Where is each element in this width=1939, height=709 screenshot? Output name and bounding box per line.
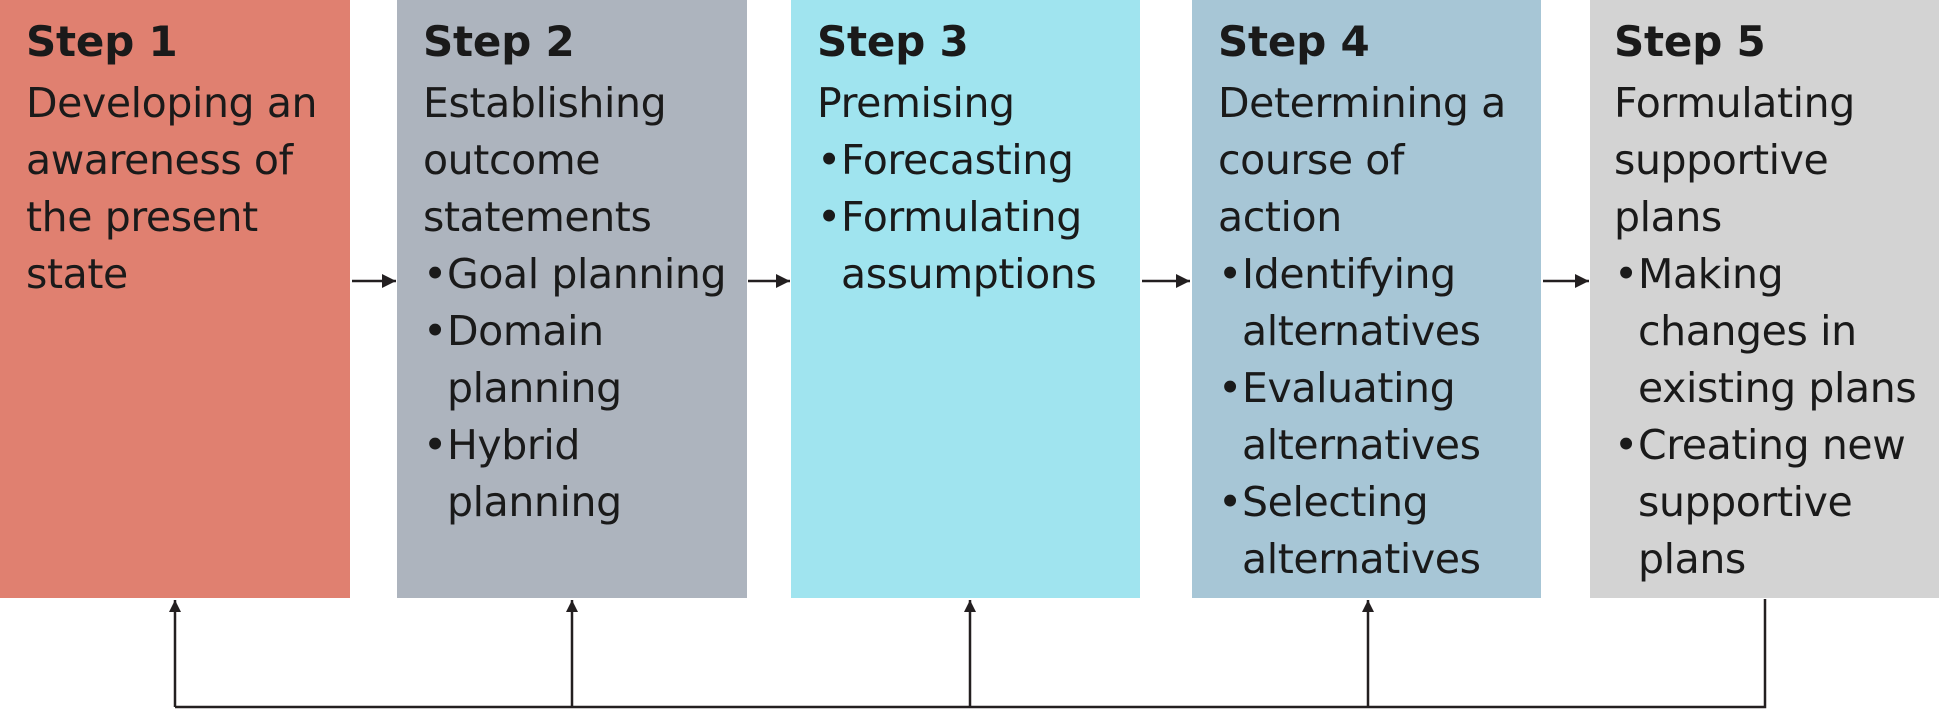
step-1-title: Step 1 (26, 17, 178, 66)
step-2-bullet-item: •Hybrid planning (423, 417, 731, 531)
step-5-title: Step 5 (1614, 17, 1766, 66)
step-2-bullet-text: Domain planning (447, 307, 622, 412)
bullet-icon: • (817, 193, 841, 241)
step-2-bullet-list: •Goal planning •Domain planning •Hybrid … (423, 246, 731, 531)
step-3-bullet-text: Formulating assumptions (841, 193, 1097, 298)
step-2-box: Step 2 Establishing outcome statements •… (397, 0, 747, 598)
step-4-bullet-list: •Identifying alternatives •Evaluating al… (1218, 246, 1525, 588)
step-4-bullet-text: Identifying alternatives (1242, 250, 1481, 355)
step-5-bullet-text: Making changes in existing plans (1638, 250, 1917, 412)
bullet-icon: • (1614, 421, 1638, 469)
step-4-bullet-item: •Selecting alternatives (1218, 474, 1525, 588)
bullet-icon: • (817, 136, 841, 184)
step-5-bullet-text: Creating new supportive plans (1638, 421, 1906, 583)
bullet-icon: • (423, 307, 447, 355)
step-1-box: Step 1 Developing an awareness of the pr… (0, 0, 350, 598)
step-1-description: Developing an awareness of the present s… (26, 79, 318, 298)
step-4-box: Step 4 Determining a course of action •I… (1192, 0, 1541, 598)
step-4-description: Determining a course of action (1218, 79, 1506, 241)
bullet-icon: • (1218, 250, 1242, 298)
step-2-description: Establishing outcome statements (423, 79, 667, 241)
step-3-title: Step 3 (817, 17, 969, 66)
step-2-bullet-item: •Goal planning (423, 246, 731, 303)
step-4-bullet-item: •Evaluating alternatives (1218, 360, 1525, 474)
step-4-title: Step 4 (1218, 17, 1370, 66)
step-2-title: Step 2 (423, 17, 575, 66)
step-5-box: Step 5 Formulating supportive plans •Mak… (1590, 0, 1939, 598)
step-2-bullet-text: Goal planning (447, 250, 727, 298)
step-3-box: Step 3 Premising •Forecasting •Formulati… (791, 0, 1140, 598)
step-4-bullet-text: Evaluating alternatives (1242, 364, 1481, 469)
bullet-icon: • (423, 421, 447, 469)
bullet-icon: • (1218, 364, 1242, 412)
step-3-bullet-item: •Formulating assumptions (817, 189, 1124, 303)
step-5-bullet-list: •Making changes in existing plans •Creat… (1614, 246, 1935, 588)
feedback-loop-line (175, 599, 1767, 709)
step-4-bullet-item: •Identifying alternatives (1218, 246, 1525, 360)
step-3-bullet-list: •Forecasting •Formulating assumptions (817, 132, 1124, 303)
bullet-icon: • (1614, 250, 1638, 298)
step-3-description: Premising (817, 79, 1015, 127)
bullet-icon: • (423, 250, 447, 298)
step-2-bullet-text: Hybrid planning (447, 421, 622, 526)
step-5-bullet-item: •Creating new supportive plans (1614, 417, 1935, 588)
step-5-bullet-item: •Making changes in existing plans (1614, 246, 1935, 417)
step-3-bullet-text: Forecasting (841, 136, 1074, 184)
step-4-bullet-text: Selecting alternatives (1242, 478, 1481, 583)
step-2-bullet-item: •Domain planning (423, 303, 731, 417)
step-5-description: Formulating supportive plans (1614, 79, 1855, 241)
step-3-bullet-item: •Forecasting (817, 132, 1124, 189)
bullet-icon: • (1218, 478, 1242, 526)
